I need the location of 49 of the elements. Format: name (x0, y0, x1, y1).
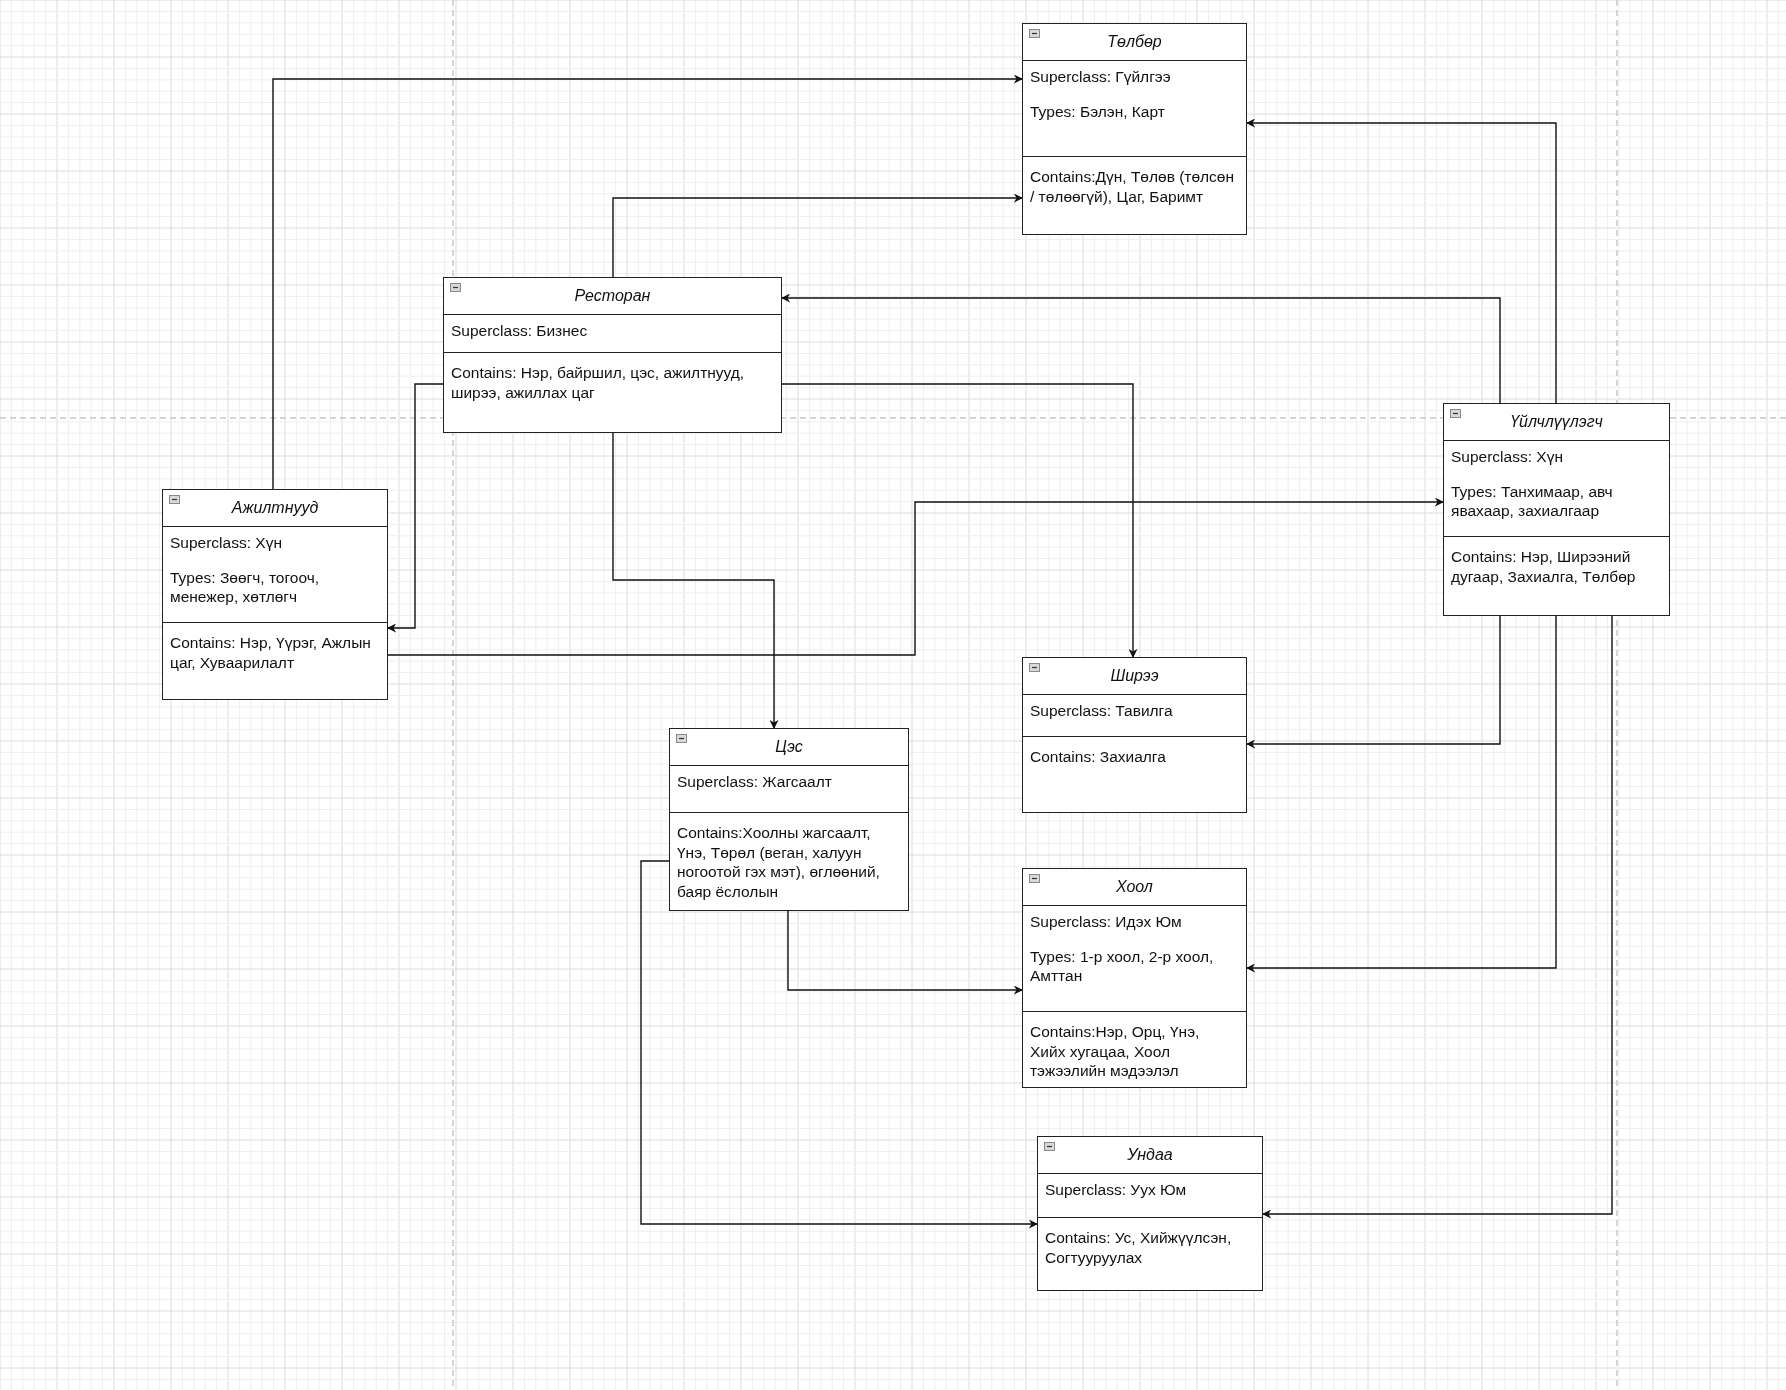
arrow (1246, 118, 1557, 404)
class-name: Ширээ (1110, 667, 1159, 685)
attributes-text: Contains: Нэр, Ширээний дугаар, Захиалга, Төлбөр (1451, 547, 1637, 586)
class-name: Үйлчлүүлэгч (1510, 413, 1603, 431)
superclass-text: Superclass: Гүйлгээ (1030, 67, 1172, 87)
class-box (1022, 657, 1247, 813)
attributes-text: Contains: Нэр, Үүрэг, Ажлын цаг, Хуваарилалт (170, 633, 372, 672)
class-box (1022, 868, 1247, 1088)
attributes-text: Contains: Ус, Хийжүүлсэн, Согтууруулах (1045, 1228, 1233, 1267)
arrow (781, 383, 1138, 658)
class-box (669, 728, 909, 911)
arrow (272, 74, 1023, 490)
attributes-text: Contains: Захиалга (1030, 747, 1167, 767)
superclass-text: Superclass: Жагсаалт (677, 772, 833, 792)
superclass-text: Superclass: Тавилга (1030, 701, 1174, 721)
class-name: Ундаа (1127, 1146, 1173, 1164)
types-text: Types: Зөөгч, тогооч, менежер, хөтлөгч (170, 567, 321, 607)
class-box (1037, 1136, 1263, 1291)
attributes-text: Contains:Хоолны жагсаалт, Үнэ, Төрөл (веган, халуун ногоотой гэх мэт), өглөөний, баяр ёслолын (677, 823, 881, 901)
types-text: Types: 1-р хоол, 2-р хоол, Амттан (1030, 946, 1215, 986)
superclass-text: Superclass: Хүн (1451, 447, 1564, 467)
types-text: Types: Бэлэн, Карт (1030, 101, 1166, 121)
class-box (443, 277, 782, 433)
attributes-text: Contains:Дүн, Төлөв (төлсөн / төлөөгүй), Цаг, Баримт (1030, 167, 1236, 206)
arrow (612, 193, 1023, 278)
superclass-text: Superclass: Бизнес (451, 321, 589, 341)
class-name: Төлбөр (1107, 33, 1162, 51)
arrow (612, 432, 779, 729)
arrow (1262, 615, 1613, 1219)
arrow (640, 860, 1038, 1229)
attributes-text: Contains:Нэр, Орц, Үнэ, Хийх хугацаа, Хоол тэжээлийн мэдээлэл (1030, 1022, 1201, 1081)
class-box (1443, 403, 1670, 616)
arrow (787, 910, 1023, 995)
types-text: Types: Танхимаар, авч явахаар, захиалгаар (1451, 481, 1614, 521)
class-box (162, 489, 388, 700)
arrow (781, 293, 1501, 404)
class-box (1022, 23, 1247, 235)
superclass-text: Superclass: Уух Юм (1045, 1180, 1188, 1200)
superclass-text: Superclass: Идэх Юм (1030, 912, 1183, 932)
attributes-text: Contains: Нэр, байршил, цэс, ажилтнууд, ширээ, ажиллах цаг (451, 363, 746, 402)
class-name: Ажилтнууд (231, 499, 319, 517)
arrow (1246, 615, 1501, 749)
class-name: Хоол (1116, 878, 1153, 896)
class-name: Ресторан (574, 287, 651, 305)
arrow (387, 383, 444, 633)
arrow (1246, 615, 1557, 973)
superclass-text: Superclass: Хүн (170, 533, 283, 553)
class-name: Цэс (775, 738, 803, 756)
arrow (387, 497, 1444, 656)
